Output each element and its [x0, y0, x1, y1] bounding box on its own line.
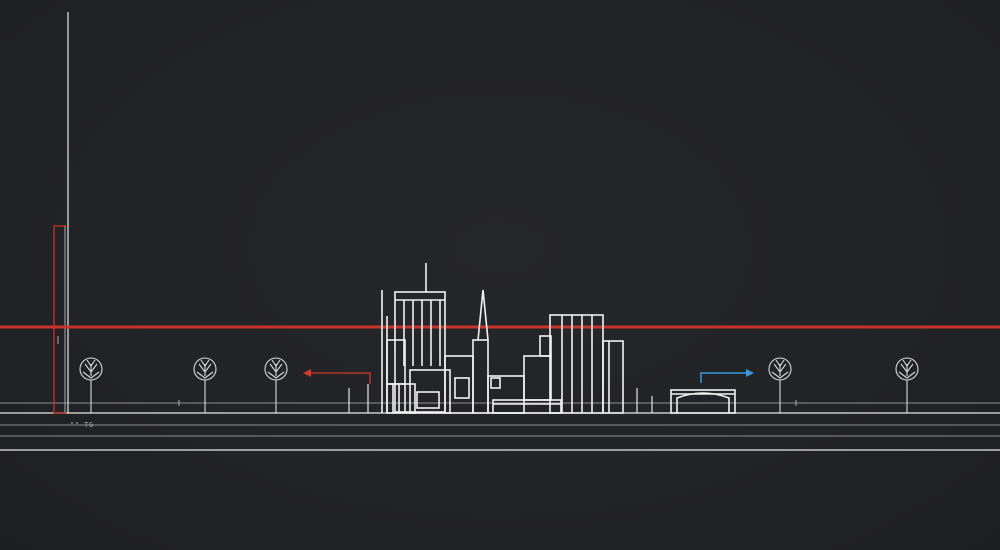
- deciduous-tree-icon: [768, 357, 792, 413]
- scale-label: "" TG: [70, 421, 94, 429]
- deciduous-tree-icon: [79, 357, 103, 413]
- trees: [79, 357, 919, 413]
- ground-markers: [178, 384, 797, 413]
- ground-lines: [0, 402, 1000, 451]
- arrow-right-icon: [700, 369, 754, 383]
- deciduous-tree-icon: [895, 357, 919, 413]
- deciduous-tree-icon: [193, 357, 217, 413]
- central-building-complex: [381, 263, 624, 414]
- gateway-structure: [670, 389, 736, 414]
- left-reference-mast: [53, 12, 69, 414]
- arrow-left-icon: [303, 369, 371, 384]
- deciduous-tree-icon: [264, 357, 288, 413]
- left-dimension-bracket: [53, 225, 66, 414]
